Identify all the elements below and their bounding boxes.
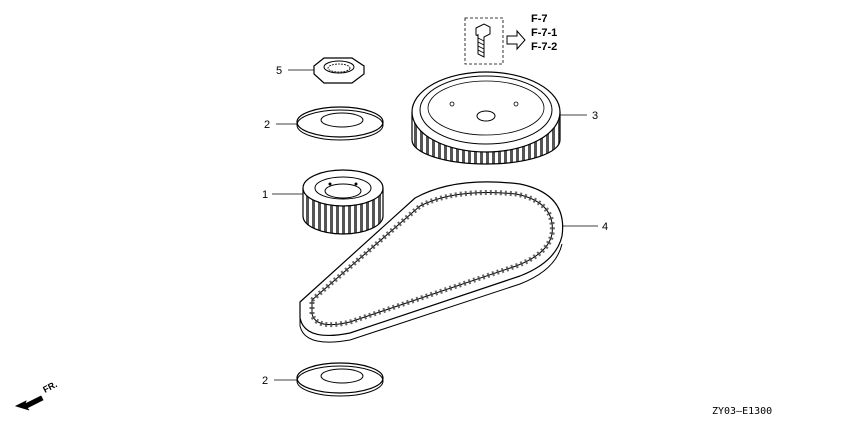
front-label: FR. bbox=[41, 379, 58, 395]
reference-arrow-icon bbox=[506, 29, 526, 51]
front-arrow-icon bbox=[14, 395, 44, 411]
callout-timing-belt: 4 bbox=[602, 221, 608, 233]
diagram-code: ZY03—E1300 bbox=[712, 406, 772, 417]
washer-upper-part bbox=[296, 106, 384, 141]
reference-bolt-group: F-7 F-7-1 F-7-2 bbox=[464, 13, 557, 65]
callout-drive-pulley: 1 bbox=[262, 189, 268, 201]
callout-driven-pulley: 3 bbox=[592, 110, 598, 122]
callout-washer-lower: 2 bbox=[262, 375, 268, 387]
drive-pulley-part bbox=[302, 169, 384, 235]
timing-belt-part bbox=[299, 181, 564, 343]
callout-washer-upper: 2 bbox=[264, 119, 270, 131]
driven-pulley-part bbox=[411, 71, 561, 165]
reference-dashed-box bbox=[464, 17, 504, 65]
reference-f7: F-7 bbox=[531, 13, 548, 25]
callout-nut: 5 bbox=[276, 65, 282, 77]
reference-f7-2: F-7-2 bbox=[531, 41, 557, 53]
nut-part bbox=[313, 57, 365, 84]
bolt-icon bbox=[475, 23, 491, 58]
washer-lower-part bbox=[296, 362, 384, 397]
reference-f7-1: F-7-1 bbox=[531, 27, 557, 39]
front-direction-indicator: FR. bbox=[14, 379, 59, 411]
